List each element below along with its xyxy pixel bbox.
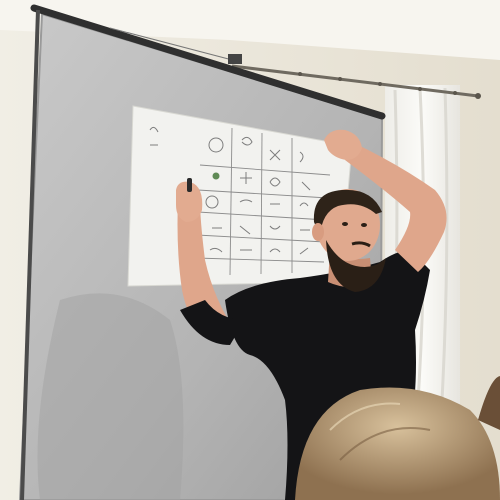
right-hand (324, 129, 362, 160)
ear (312, 223, 324, 241)
hanging-wire (109, 27, 241, 63)
right-arm (345, 142, 447, 272)
audience-member-head-right (478, 376, 500, 430)
whiteboard-marker-icon (187, 178, 192, 192)
audience-member-head (295, 387, 500, 500)
hand-drawn-symbols (149, 126, 311, 255)
green-mark (212, 172, 220, 180)
screen-top-bar (30, 4, 386, 120)
hand-drawn-grid (195, 127, 331, 276)
curtain-rod (231, 64, 481, 99)
screen-hook (228, 54, 242, 64)
hair (313, 189, 382, 236)
left-hand (176, 181, 203, 222)
beard (326, 240, 386, 292)
ceiling (0, 0, 500, 60)
